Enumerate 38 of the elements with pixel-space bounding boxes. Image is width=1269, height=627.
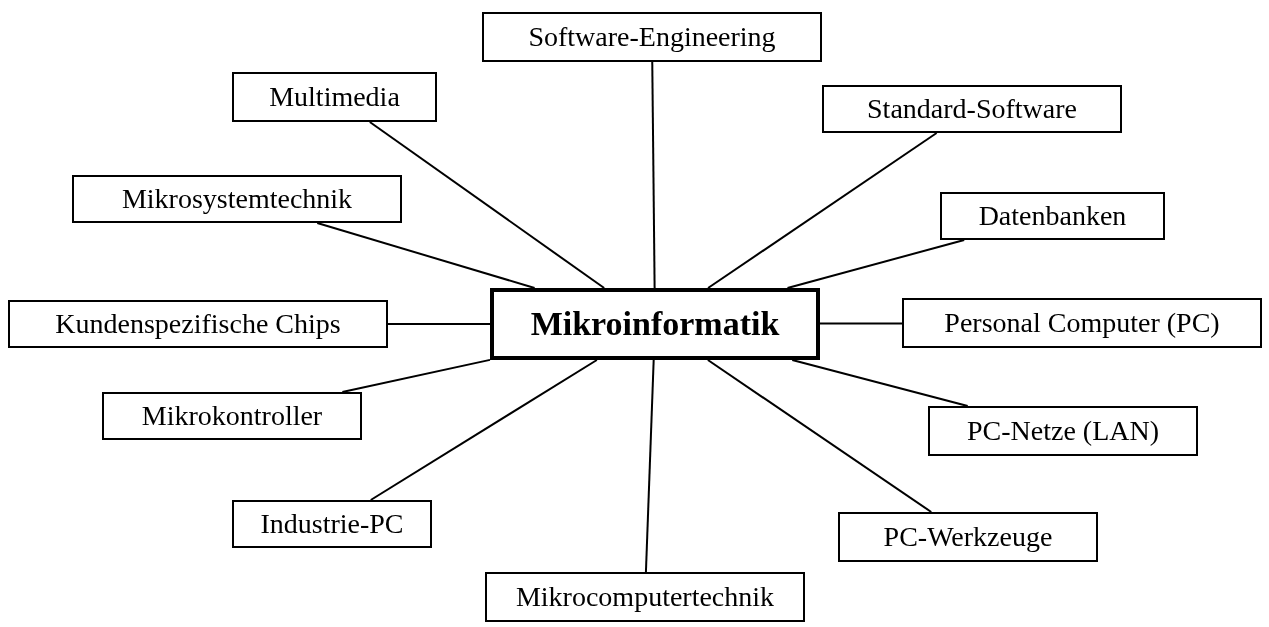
topic-box: [8, 300, 388, 348]
topic-box: [482, 12, 822, 62]
connector-line: [644, 359, 655, 573]
topic-label: Mikrokontroller: [141, 400, 323, 432]
connector-line: [707, 132, 938, 289]
connector-line: [651, 61, 656, 289]
connector-line: [819, 322, 903, 325]
topic-label: Industrie-PC: [260, 508, 404, 540]
connector-line: [368, 121, 606, 289]
topic-label: PC-Werkzeuge: [883, 521, 1053, 553]
topic-box: [928, 406, 1198, 456]
topic-box: [72, 175, 402, 223]
topic-box: [838, 512, 1098, 562]
topic-label: Software-Engineering: [528, 21, 776, 53]
topic-box: [822, 85, 1122, 133]
connector-line: [791, 359, 969, 407]
topic-box: [102, 392, 362, 440]
connector-line: [341, 358, 491, 393]
topic-label: Mikrocomputertechnik: [515, 581, 775, 613]
topic-box: [485, 572, 805, 622]
topic-label: Mikrosystemtechnik: [121, 183, 353, 215]
central-topic-box: [490, 288, 820, 360]
topic-box: [902, 298, 1262, 348]
topic-box: [940, 192, 1165, 240]
topic-box: [232, 500, 432, 548]
topic-label: Kundenspezifische Chips: [55, 308, 341, 340]
connector-line: [316, 222, 536, 289]
topic-box: [232, 72, 437, 122]
connector-line: [706, 359, 933, 513]
topic-label: Standard-Software: [867, 93, 1077, 125]
connector-line: [786, 239, 966, 289]
topic-label: Personal Computer (PC): [944, 307, 1220, 339]
topic-label: PC-Netze (LAN): [966, 415, 1160, 447]
topic-label: Multimedia: [269, 81, 400, 113]
connector-line: [387, 323, 491, 325]
topic-label: Mikroinformatik: [530, 305, 780, 343]
connector-line: [369, 359, 598, 501]
topic-label: Datenbanken: [978, 200, 1127, 232]
